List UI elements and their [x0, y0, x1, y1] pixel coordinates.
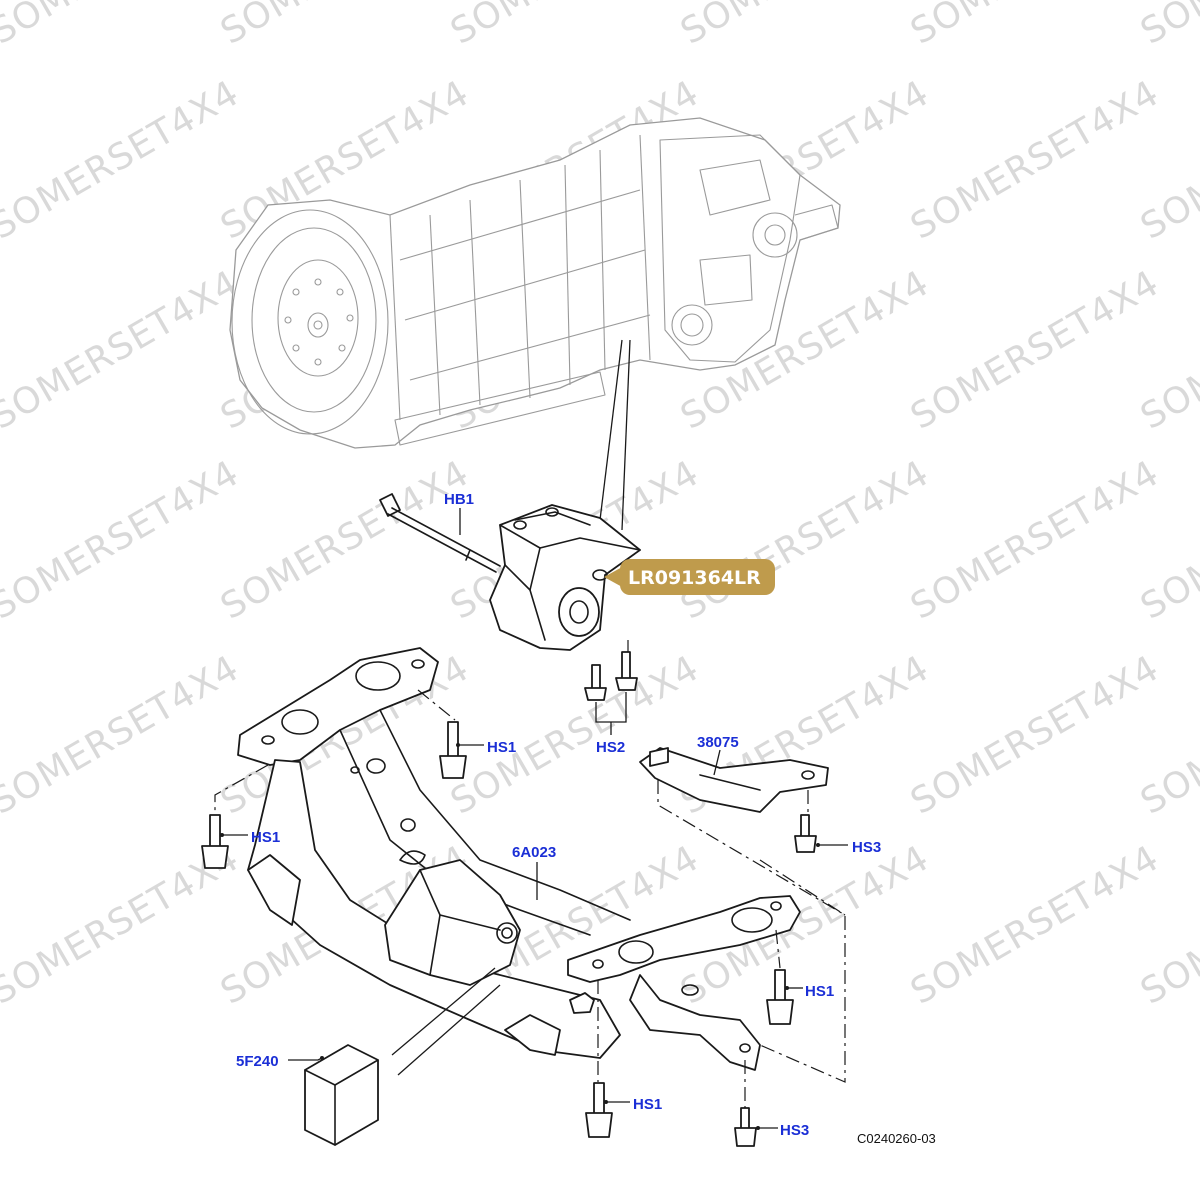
hs2-leader-line — [595, 692, 627, 735]
watermark: SOMERSET4X4 — [0, 263, 246, 438]
hs1-bolt[interactable] — [201, 814, 229, 869]
leader-dot — [785, 986, 789, 990]
5f240-link-line — [397, 984, 501, 1076]
watermark: SOMERSET4X4 — [1134, 0, 1200, 53]
block-5f240[interactable] — [304, 1044, 379, 1146]
drawing-reference: C0240260-03 — [857, 1131, 936, 1146]
callout-hs1-upper[interactable]: HS1 — [487, 739, 516, 756]
watermark: SOMERSET4X4 — [0, 0, 246, 53]
hb1-through-bolt[interactable] — [379, 493, 501, 573]
watermark: SOMERSET4X4 — [214, 0, 476, 53]
hs1-bolt[interactable] — [766, 969, 794, 1025]
hs1-bolt[interactable] — [439, 721, 467, 779]
callout-hs3-upper[interactable]: HS3 — [852, 839, 881, 856]
watermark: SOMERSET4X4 — [904, 838, 1166, 1013]
leader-dot — [220, 833, 224, 837]
leader-dot — [816, 843, 820, 847]
leader-dot — [456, 743, 460, 747]
callout-5f240[interactable]: 5F240 — [236, 1053, 279, 1070]
part-number-text[interactable]: LR091364LR — [628, 567, 761, 589]
hs2-bolts[interactable] — [584, 651, 638, 701]
callout-hs1-right[interactable]: HS1 — [805, 983, 834, 1000]
callout-hb1[interactable]: HB1 — [444, 491, 474, 508]
badge-pointer — [604, 566, 624, 588]
callout-hs1-lower[interactable]: HS1 — [633, 1096, 662, 1113]
watermark: SOMERSET4X4 — [904, 0, 1166, 53]
watermark: SOMERSET4X4 — [0, 73, 246, 248]
part-number-badge[interactable]: LR091364LR — [604, 559, 775, 595]
leader-dot — [320, 1056, 324, 1060]
watermark: SOMERSET4X4 — [904, 648, 1166, 823]
transmission-mount[interactable] — [489, 504, 641, 651]
bracket-dash-box — [657, 780, 846, 1083]
callout-38075[interactable]: 38075 — [697, 734, 739, 751]
watermark: SOMERSET4X4 — [904, 263, 1166, 438]
watermark: SOMERSET4X4 — [904, 73, 1166, 248]
hs1-centerline — [775, 929, 781, 969]
mount-leader-line — [621, 339, 631, 531]
callout-6a023[interactable]: 6A023 — [512, 844, 556, 861]
5f240-leader-line — [288, 1057, 323, 1061]
watermark: SOMERSET4X4 — [0, 648, 246, 823]
watermark: SOMERSET4X4 — [444, 0, 706, 53]
nut-38075 — [649, 747, 669, 767]
bracket-38075[interactable] — [639, 747, 829, 813]
hs1-centerline — [214, 764, 269, 815]
callout-hs2[interactable]: HS2 — [596, 739, 625, 756]
leader-dot — [604, 1100, 608, 1104]
watermark: SOMERSET4X4 — [904, 453, 1166, 628]
bracket-dash-box — [759, 859, 846, 916]
watermark: SOMERSET4X4 — [674, 453, 936, 628]
callout-hs3-lower[interactable]: HS3 — [780, 1122, 809, 1139]
badge-background — [620, 559, 775, 595]
hs3-bolt-lower[interactable] — [734, 1107, 757, 1147]
leader-dot — [756, 1126, 760, 1130]
mount-leader-line — [599, 339, 623, 521]
crossmember-6a023[interactable] — [237, 647, 801, 1071]
callout-hs1-left[interactable]: HS1 — [251, 829, 280, 846]
38075-leader-line — [713, 749, 721, 776]
hs3-bolt-upper[interactable] — [794, 814, 817, 853]
watermark: SOMERSET4X4 — [0, 453, 246, 628]
watermark: SOMERSET4X4 — [444, 648, 706, 823]
hs1-bolt[interactable] — [585, 1082, 613, 1138]
watermark: SOMERSET4X4 — [674, 0, 936, 53]
hs1-centerline — [417, 689, 456, 721]
5f240-link-line — [391, 967, 496, 1056]
transmission-assembly — [229, 117, 841, 449]
